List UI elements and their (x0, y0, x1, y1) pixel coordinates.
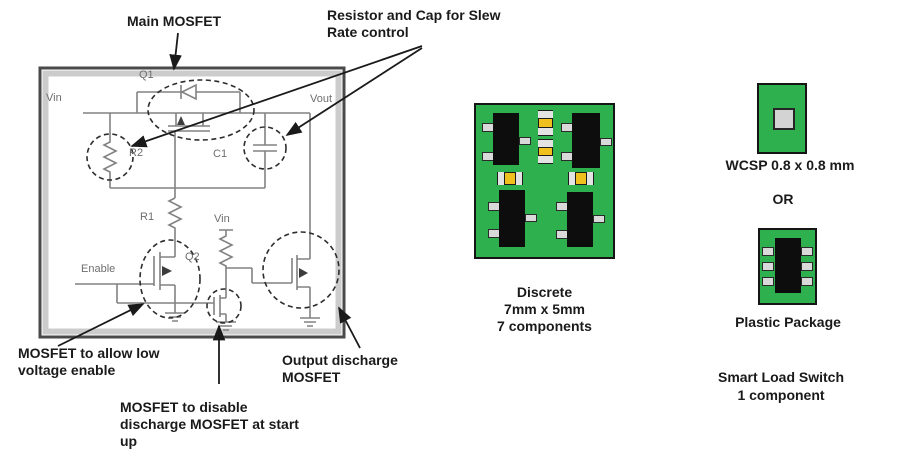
wcsp-board (757, 83, 807, 154)
wcsp-die (773, 108, 795, 130)
sot23-transistor (567, 192, 593, 247)
capacitor-component (538, 139, 553, 164)
resistor-body (504, 173, 516, 184)
label-c1: C1 (213, 148, 228, 160)
annotation-line: MOSFET to disable (120, 399, 248, 415)
resistor-end (568, 172, 576, 185)
caption-line: Smart Load Switch (717, 369, 845, 385)
body-diode-triangle (180, 83, 197, 101)
arrow-slew-c1 (285, 47, 423, 136)
resistor-end (497, 172, 505, 185)
label-enable: Enable (81, 263, 116, 275)
wire-discharge-mosfet (226, 113, 311, 318)
wire-q2-mosfet (153, 252, 176, 313)
label-r2: R2 (129, 147, 144, 159)
capacitor-component (538, 110, 553, 136)
annotation-line: MOSFET (282, 369, 341, 385)
arrow-main-mosfet (169, 32, 182, 71)
sot23-pin (600, 138, 612, 146)
ic-pin (762, 277, 774, 286)
resistor-component (497, 172, 523, 185)
capacitor-end (538, 139, 553, 148)
caption-line: Discrete (516, 284, 573, 300)
plastic-caption: Plastic Package (735, 314, 841, 330)
annotation-line: Rate control (327, 24, 409, 40)
label-r1: R1 (140, 211, 155, 223)
highlight-r2 (86, 133, 134, 181)
annotation-disable-discharge: MOSFET to disable discharge MOSFET at st… (120, 399, 299, 450)
annotation-line: up (120, 433, 138, 449)
schematic-svg (38, 32, 423, 384)
wire-r2-resistor (102, 113, 118, 188)
ic-pin (801, 277, 813, 286)
ic-pin (762, 262, 774, 271)
ic-pin (762, 247, 774, 256)
annotation-line: voltage enable (18, 362, 116, 378)
capacitor-body (539, 147, 552, 156)
wcsp-caption: WCSP 0.8 x 0.8 mm (725, 157, 855, 173)
plastic-ic-body (775, 238, 801, 293)
arrow-output-discharge (338, 306, 361, 349)
wire-vin-pullup (218, 229, 234, 298)
highlight-startup-mosfet (206, 288, 242, 324)
capacitor-body (539, 118, 552, 128)
highlight-q2 (139, 239, 201, 319)
schematic-box (38, 66, 346, 339)
annotation-line: Resistor and Cap for Slew (327, 7, 501, 23)
discharge-arrow (299, 268, 308, 278)
wire-r1-resistor (167, 197, 183, 257)
annotation-low-voltage: MOSFET to allow low voltage enable (18, 345, 160, 379)
smart-load-switch-caption: Smart Load Switch 1 component (691, 368, 871, 404)
label-vout: Vout (310, 93, 333, 105)
sot23-transistor (499, 190, 525, 247)
annotation-arrows (57, 32, 423, 384)
sot23-pin (525, 214, 537, 222)
discrete-caption: Discrete 7mm x 5mm 7 components (474, 284, 615, 335)
annotation-line: Main MOSFET (127, 13, 222, 29)
annotation-line: discharge MOSFET at start (120, 416, 299, 432)
caption-line: 7 components (497, 318, 592, 334)
highlight-main-mosfet (147, 79, 255, 141)
arrow-low-voltage (57, 303, 145, 347)
label-vin-pullup: Vin (214, 213, 230, 225)
ic-pin (801, 247, 813, 256)
sot23-transistor (572, 113, 600, 168)
resistor-end (515, 172, 523, 185)
resistor-component (568, 172, 594, 185)
label-vin: Vin (46, 92, 62, 104)
capacitor-end (538, 110, 553, 119)
plastic-package-board (758, 228, 817, 305)
ic-pin (801, 262, 813, 271)
capacitor-end (538, 127, 553, 136)
discrete-pcb (474, 103, 615, 259)
label-q2: Q2 (185, 251, 200, 263)
sot23-pin (519, 137, 531, 145)
annotation-slew-rate: Resistor and Cap for Slew Rate control (327, 7, 500, 41)
annotation-output-discharge: Output discharge MOSFET (282, 352, 398, 386)
wire-startup-mosfet (213, 295, 227, 322)
resistor-end (586, 172, 594, 185)
highlight-discharge-mosfet (262, 231, 340, 309)
wire-c1-capacitor (253, 113, 277, 188)
ground-discharge (300, 317, 320, 327)
q2-arrow (162, 266, 172, 276)
mosfet-symbols (162, 83, 308, 278)
arrow-slew-r2 (130, 45, 423, 148)
caption-line: 1 component (737, 387, 825, 403)
resistor-body (575, 173, 587, 184)
capacitor-end (538, 155, 553, 164)
caption-line: 7mm x 5mm (504, 301, 585, 317)
or-text: OR (772, 191, 794, 207)
highlight-c1 (243, 126, 287, 170)
sot23-transistor (493, 113, 519, 165)
dashed-highlights (86, 79, 340, 324)
annotation-line: Output discharge (282, 352, 398, 368)
annotation-main-mosfet: Main MOSFET (127, 13, 221, 30)
label-q1: Q1 (139, 69, 154, 81)
sot23-pin (593, 215, 605, 223)
annotation-line: MOSFET to allow low (18, 345, 160, 361)
q1-arrow (177, 116, 185, 125)
